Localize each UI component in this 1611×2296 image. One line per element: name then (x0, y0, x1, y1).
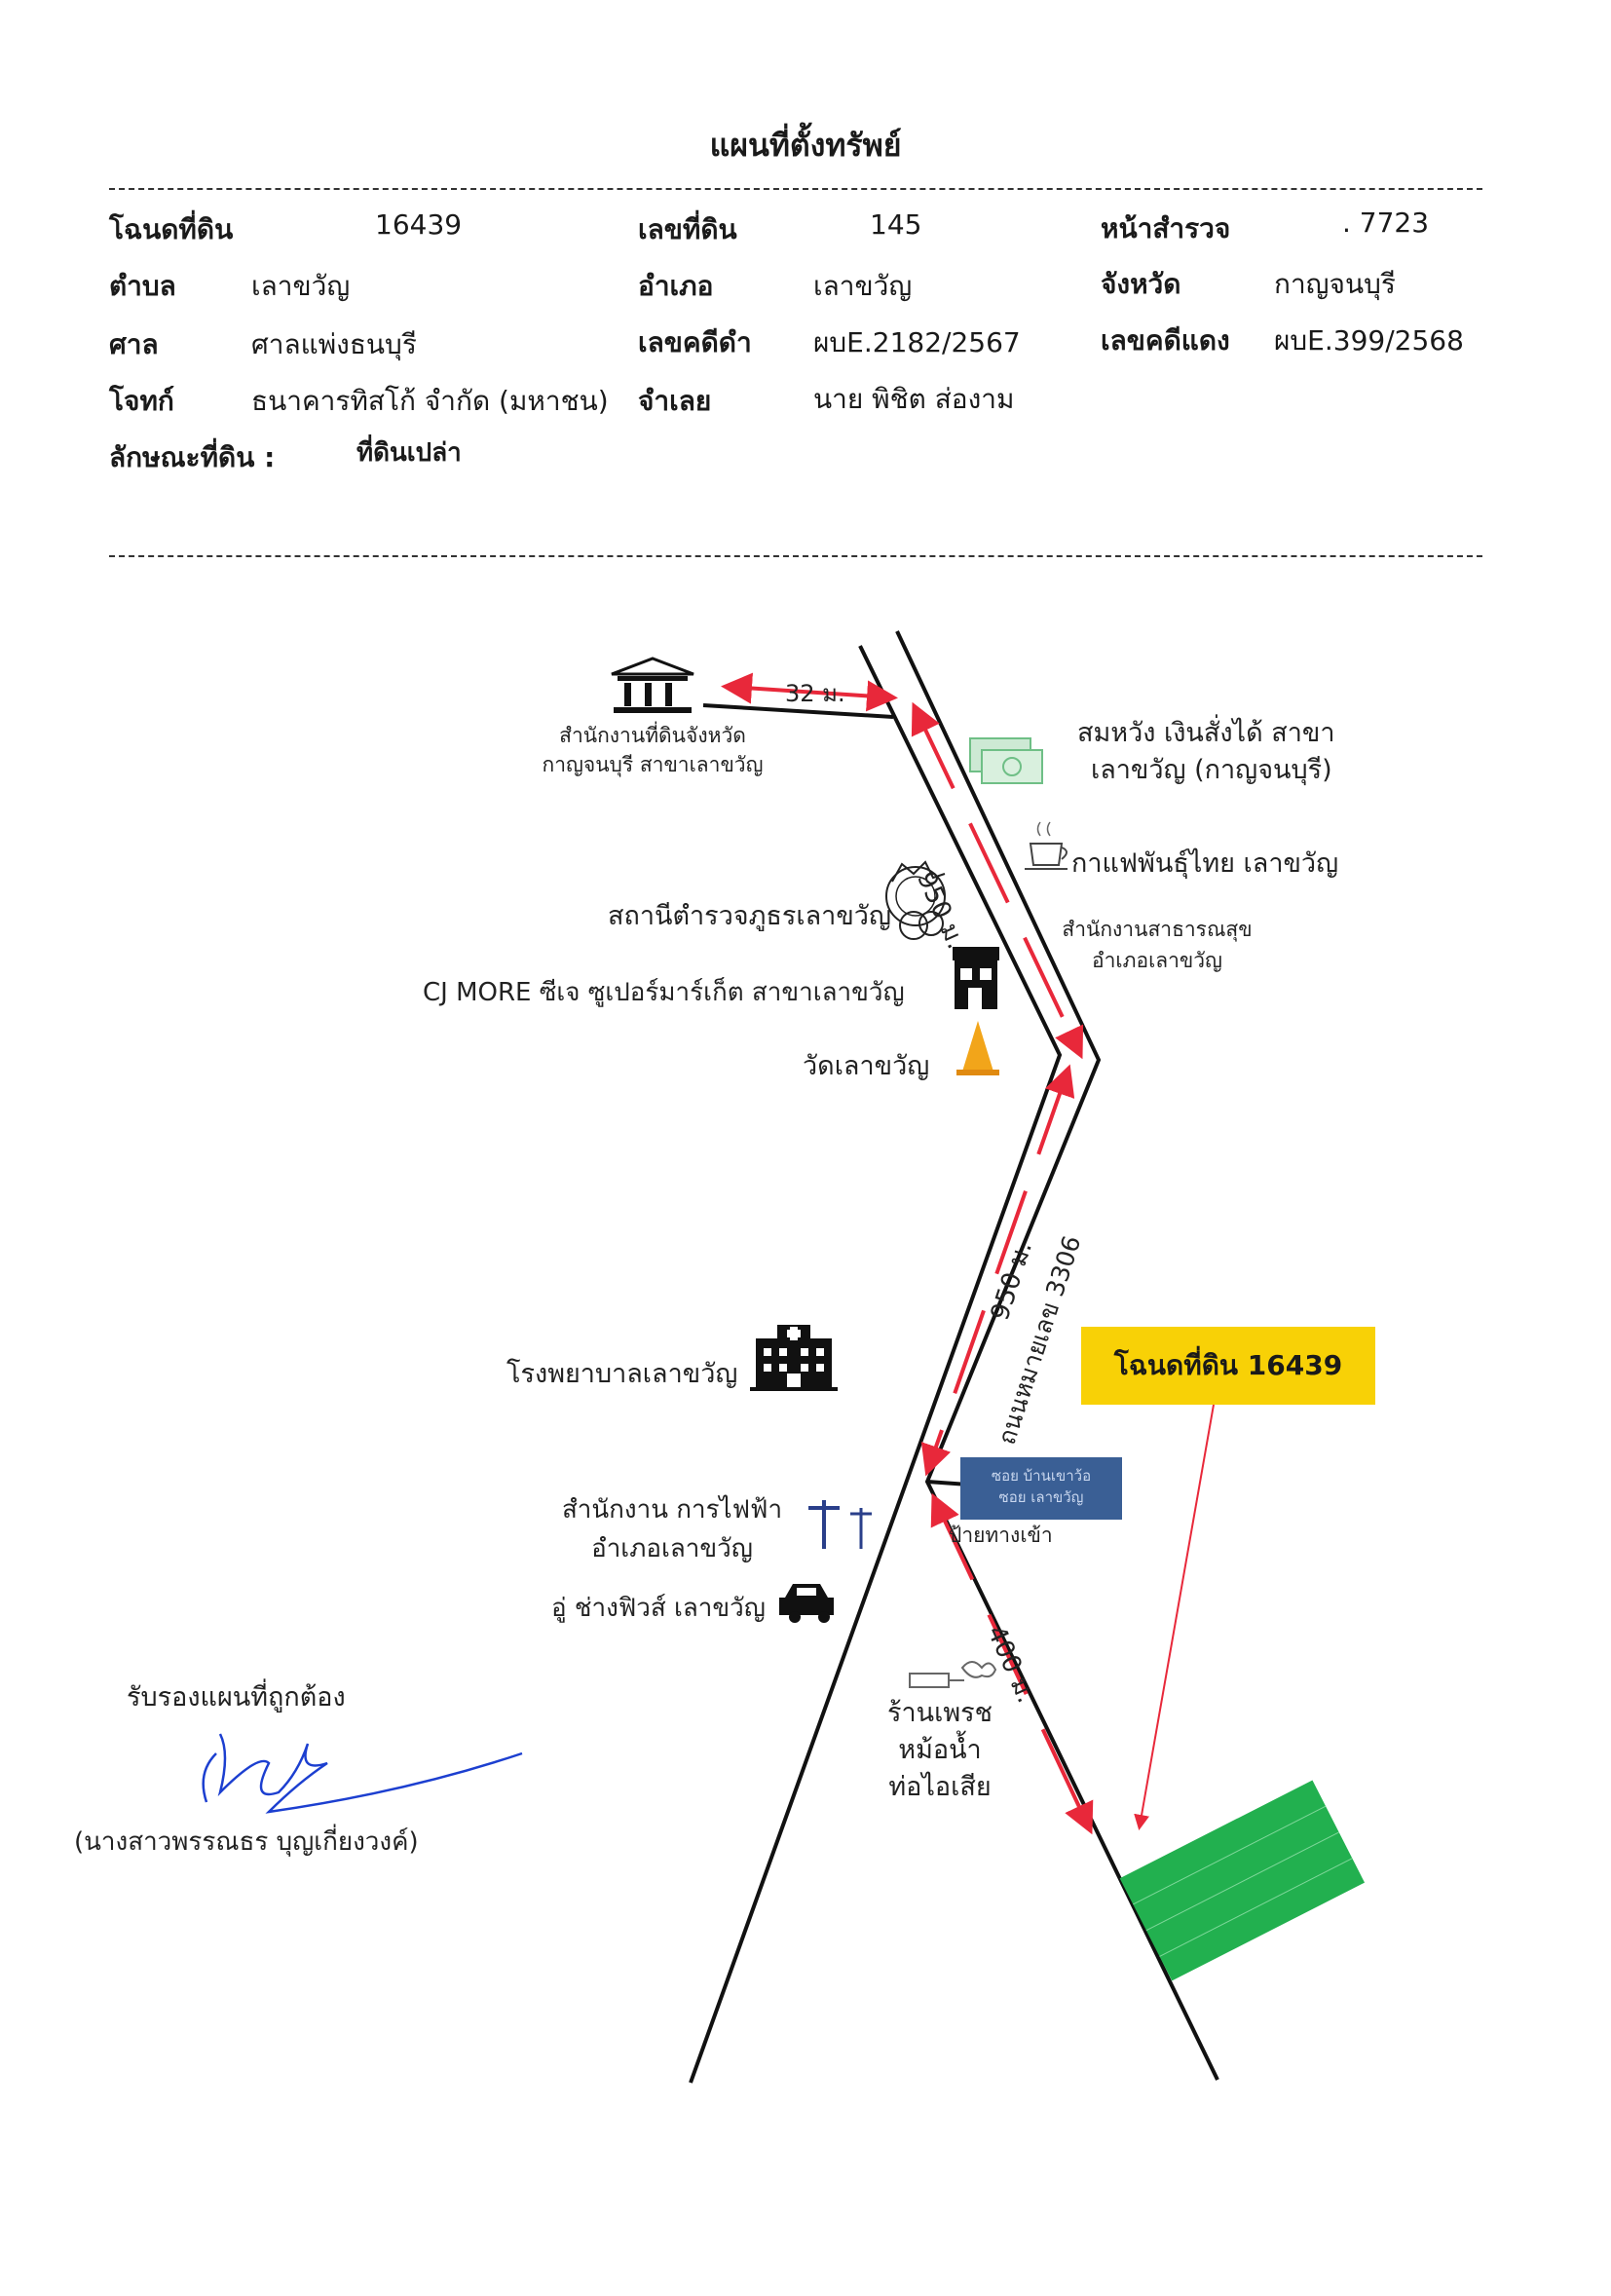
car-icon (779, 1584, 834, 1623)
police-badge-icon (885, 860, 946, 940)
land-office-label: สำนักงานที่ดินจังหวัด กาญจนบุรี สาขาเลาข… (468, 721, 838, 779)
deed-value: 16439 (375, 208, 463, 241)
province-value: กาญจนบุรี (1274, 268, 1396, 300)
health-office-line-1: สำนักงานสาธารณสุข (1062, 918, 1253, 941)
certify-label: รับรองแผนที่ถูกต้อง (127, 1682, 346, 1713)
land-no-value: 145 (870, 208, 922, 241)
hospital-label: โรงพยาบาลเลาขวัญ (506, 1359, 738, 1389)
distance-32m: 32 ม. (785, 680, 845, 707)
land-type-value: ที่ดินเปล่า (356, 438, 462, 468)
plaintiff-value: ธนาคารทิสโก้ จำกัด (มหาชน) (251, 385, 609, 417)
defendant-label: จำเลย (638, 385, 712, 417)
shop-line-1: ร้านเพรช (887, 1698, 993, 1728)
hospital-icon (750, 1325, 838, 1391)
land-office-line-1: สำนักงานที่ดินจังหวัด (559, 724, 746, 747)
court-value: ศาลแพ่งธนบุรี (251, 328, 417, 360)
arrow-400m (930, 1492, 1094, 1835)
red-case-label: เลขคดีแดง (1101, 324, 1230, 357)
bank-line-2: เลาขวัญ (กาญจนบุรี) (1091, 755, 1332, 785)
bank-line-1: สมหวัง เงินสั่งได้ สาขา (1077, 718, 1335, 748)
entrance-sign-line-2: ซอย เลาขวัญ (998, 1488, 1084, 1506)
defendant-value: นาย พิชิต ส่องาม (813, 383, 1015, 415)
deed-callout: โฉนดที่ดิน 16439 (1081, 1327, 1375, 1405)
entrance-sign-line-1: ซอย บ้านเขาว้อ (991, 1467, 1092, 1485)
electric-office-line-2: อำเภอเลาขวัญ (591, 1534, 753, 1563)
survey-value: . 7723 (1342, 207, 1430, 239)
garage-label: อู่ ช่างฟิวส์ เลาขวัญ (551, 1594, 766, 1623)
money-icon (969, 737, 1043, 784)
province-label: จังหวัด (1101, 268, 1181, 300)
land-plot (1119, 1780, 1366, 1981)
pointer-deed (1134, 1404, 1215, 1830)
cafe-label: กาแฟพันธุ์ไทย เลาขวัญ (1071, 848, 1339, 879)
amphoe-value: เลาขวัญ (813, 270, 913, 302)
land-no-label: เลขที่ดิน (638, 213, 737, 245)
signer-name: (นางสาวพรรณธร บุญเกี่ยงวงค์) (74, 1827, 419, 1857)
electric-office-line-1: สำนักงาน การไฟฟ้า (561, 1495, 783, 1524)
plaintiff-label: โจทก์ (109, 385, 174, 417)
tambon-label: ตำบล (109, 270, 176, 302)
temple-label: วัดเลาขวัญ (803, 1051, 930, 1081)
shop-line-2: หม้อน้ำ (898, 1735, 982, 1765)
arrow-950m-top (911, 701, 1084, 1060)
shop-label: ร้านเพรช หม้อน้ำ ท่อไอเสีย (867, 1695, 1013, 1806)
land-office-line-2: กาญจนบุรี สาขาเลาขวัญ (542, 753, 764, 776)
government-building-icon (611, 657, 694, 713)
coffee-cup-icon (1025, 821, 1068, 870)
land-type-label: ลักษณะที่ดิน : (109, 441, 276, 473)
arrow-32m (721, 672, 898, 712)
court-label: ศาล (109, 328, 159, 360)
red-case-value: ผบE.399/2568 (1274, 324, 1464, 357)
tambon-value: เลาขวัญ (251, 270, 351, 302)
survey-label: หน้าสำรวจ (1101, 212, 1231, 245)
temple-pagoda-icon (956, 1021, 999, 1075)
deed-label: โฉนดที่ดิน (109, 213, 234, 245)
divider-top (109, 188, 1482, 190)
arrow-950m-mid (920, 1064, 1075, 1477)
health-office-line-2: อำเภอเลาขวัญ (1092, 949, 1222, 972)
power-pole-icon (808, 1500, 872, 1549)
bank-label: สมหวัง เงินสั่งได้ สาขา เลาขวัญ (กาญจนบุ… (1077, 715, 1335, 789)
entrance-sign-image: ซอย บ้านเขาว้อ ซอย เลาขวัญ (960, 1457, 1122, 1520)
entrance-sign-label: ป้ายทางเข้า (949, 1524, 1053, 1547)
police-label: สถานีตำรวจภูธรเลาขวัญ (608, 901, 891, 931)
cj-more-label: CJ MORE ซีเจ ซูเปอร์มาร์เก็ต สาขาเลาขวัญ (423, 978, 905, 1007)
divider-bottom (109, 555, 1482, 557)
store-icon (953, 947, 999, 1009)
muffler-icon (909, 1661, 997, 1688)
black-case-label: เลขคดีดำ (638, 326, 752, 358)
electric-office-label: สำนักงาน การไฟฟ้า อำเภอเลาขวัญ (545, 1490, 799, 1568)
page-title: แผนที่ตั้งทรัพย์ (709, 127, 902, 164)
shop-line-3: ท่อไอเสีย (888, 1772, 992, 1802)
black-case-value: ผบE.2182/2567 (813, 326, 1021, 358)
amphoe-label: อำเภอ (638, 270, 714, 302)
health-office-label: สำนักงานสาธารณสุข อำเภอเลาขวัญ (1050, 914, 1264, 976)
